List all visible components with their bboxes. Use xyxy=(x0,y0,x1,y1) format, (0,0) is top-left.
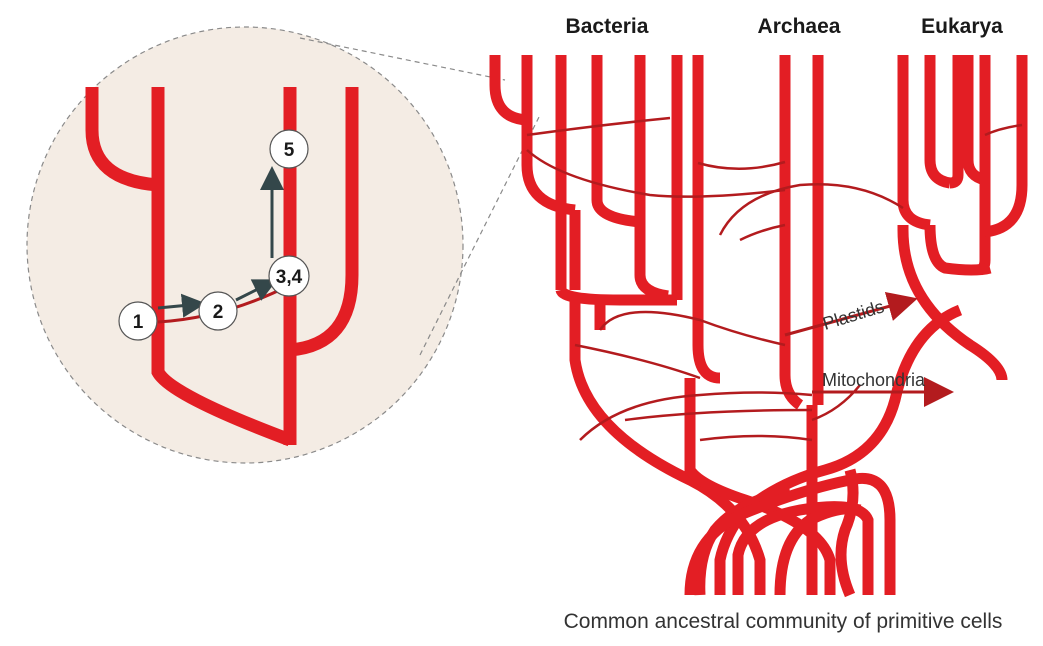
node-1: 1 xyxy=(118,301,158,341)
plastids-label: Plastids xyxy=(820,296,886,334)
svg-text:1: 1 xyxy=(133,312,144,333)
lateral-gene-transfers xyxy=(526,116,1023,442)
node-2: 2 xyxy=(198,291,238,331)
node-5: 5 xyxy=(269,129,309,169)
domain-label-eukarya: Eukarya xyxy=(921,15,1003,38)
svg-text:2: 2 xyxy=(213,302,224,323)
main-tree-branches xyxy=(489,55,1028,598)
caption: Common ancestral community of primitive … xyxy=(564,610,1003,633)
zoom-inset: 1 2 3,4 5 xyxy=(26,26,541,464)
plastids-arrow xyxy=(784,291,918,337)
svg-text:3,4: 3,4 xyxy=(276,267,303,288)
zoom-line-top xyxy=(299,37,506,81)
node-3-4: 3,4 xyxy=(268,255,310,297)
mitochondria-label: Mitochondria xyxy=(822,370,926,390)
organelle-arrows xyxy=(784,291,954,407)
inset-step-arrows xyxy=(157,166,284,318)
svg-text:5: 5 xyxy=(284,140,295,161)
domain-label-bacteria: Bacteria xyxy=(566,15,649,38)
domain-label-archaea: Archaea xyxy=(758,15,841,38)
